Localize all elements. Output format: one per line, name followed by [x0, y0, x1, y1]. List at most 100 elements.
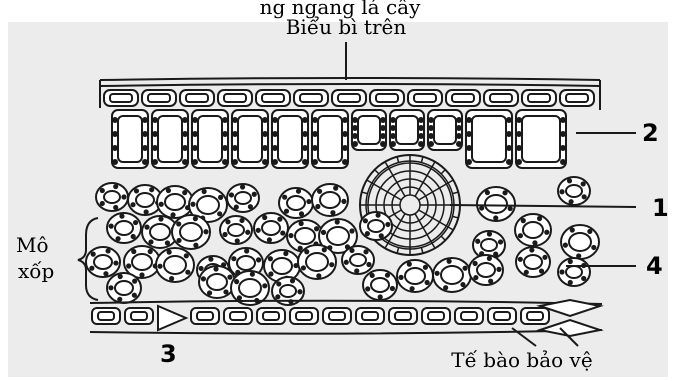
chloroplast-dot	[343, 160, 347, 164]
chloroplast-dot	[303, 160, 307, 164]
chloroplast-dot	[305, 250, 308, 253]
lower-epidermis-cell-inner	[428, 312, 444, 320]
chloroplast-dot	[313, 132, 317, 136]
chloroplast-dot	[263, 118, 267, 122]
chloroplast-dot	[322, 231, 325, 234]
chloroplast-dot	[522, 219, 525, 222]
chloroplast-dot	[323, 248, 326, 251]
chloroplast-dot	[92, 253, 95, 256]
chloroplast-dot	[150, 188, 153, 191]
chloroplast-dot	[517, 146, 521, 150]
chloroplast-dot	[183, 191, 186, 194]
chloroplast-dot	[209, 258, 212, 261]
chloroplast-dot	[342, 200, 345, 203]
spongy-cell-inner	[524, 255, 542, 269]
chloroplast-dot	[467, 118, 471, 122]
chloroplast-dot	[507, 146, 511, 150]
chloroplast-dot	[235, 280, 238, 283]
lower-epidermis-cell-inner	[329, 312, 345, 320]
chloroplast-dot	[473, 262, 476, 265]
chloroplast-dot	[263, 132, 267, 136]
chloroplast-dot	[135, 189, 138, 192]
chloroplast-dot	[486, 191, 489, 194]
chloroplast-dot	[166, 241, 169, 244]
chloroplast-dot	[303, 118, 307, 122]
chloroplast-dot	[191, 203, 194, 206]
chloroplast-dot	[183, 146, 187, 150]
chloroplast-dot	[569, 281, 572, 284]
chloroplast-dot	[300, 212, 303, 215]
chloroplast-dot	[269, 272, 272, 275]
lower-epidermis-cell-inner	[362, 312, 378, 320]
chloroplast-dot	[345, 261, 348, 264]
chloroplast-dot	[238, 296, 241, 299]
chloroplast-dot	[153, 160, 157, 164]
chloroplast-dot	[145, 226, 148, 229]
label-4: 4	[646, 252, 663, 280]
chloroplast-dot	[561, 118, 565, 122]
spongy-cell-inner	[207, 274, 227, 290]
chloroplast-dot	[143, 160, 147, 164]
chloroplast-dot	[240, 219, 243, 222]
chloroplast-dot	[507, 118, 511, 122]
lower-epidermis-cell-inner	[494, 312, 510, 320]
chloroplast-dot	[381, 134, 385, 138]
chloroplast-dot	[233, 146, 237, 150]
chloroplast-dot	[226, 220, 229, 223]
chloroplast-dot	[285, 210, 288, 213]
spongy-cell-inner	[566, 266, 582, 278]
chloroplast-dot	[530, 248, 533, 251]
chloroplast-dot	[273, 118, 277, 122]
chloroplast-dot	[158, 265, 161, 268]
chloroplast-dot	[193, 146, 197, 150]
chloroplast-dot	[313, 146, 317, 150]
chloroplast-dot	[149, 240, 152, 243]
chloroplast-dot	[386, 274, 389, 277]
chloroplast-dot	[235, 206, 238, 209]
chloroplast-dot	[200, 267, 203, 270]
chloroplast-dot	[127, 264, 130, 267]
spongy-cell-inner	[441, 266, 463, 284]
chloroplast-dot	[113, 146, 117, 150]
chloroplast-dot	[233, 160, 237, 164]
chloroplast-dot	[194, 244, 197, 247]
chloroplast-dot	[233, 132, 237, 136]
chloroplast-dot	[168, 251, 171, 254]
spongy-cell-inner	[327, 227, 349, 245]
chloroplast-dot	[183, 132, 187, 136]
spongy-cell-inner	[287, 196, 305, 210]
chloroplast-dot	[113, 160, 117, 164]
chloroplast-dot	[167, 189, 170, 192]
chloroplast-dot	[569, 200, 572, 203]
chloroplast-dot	[313, 160, 317, 164]
chloroplast-dot	[517, 118, 521, 122]
palisade-cell-inner	[158, 116, 182, 162]
lower-epidermis-cell-inner	[263, 312, 279, 320]
chloroplast-dot	[429, 126, 433, 130]
chloroplast-dot	[153, 146, 157, 150]
chloroplast-dot	[568, 179, 571, 182]
spongy-cell-inner	[165, 194, 185, 210]
chloroplast-dot	[297, 190, 300, 193]
chloroplast-dot	[132, 235, 135, 238]
chloroplast-dot	[480, 206, 483, 209]
chloroplast-dot	[277, 282, 280, 285]
chloroplast-dot	[391, 126, 395, 130]
chloroplast-dot	[318, 190, 321, 193]
chloroplast-dot	[233, 118, 237, 122]
chloroplast-dot	[218, 212, 221, 215]
chloroplast-dot	[203, 190, 206, 193]
spongy-cell-inner	[136, 193, 154, 207]
chloroplast-dot	[494, 253, 497, 256]
chloroplast-dot	[223, 118, 227, 122]
label-spongy-line2: xốp	[18, 259, 54, 283]
palisade-cell-inner	[278, 116, 302, 162]
chloroplast-dot	[474, 276, 477, 279]
chloroplast-dot	[410, 287, 413, 290]
palisade-cell-inner	[238, 116, 262, 162]
chloroplast-dot	[376, 214, 379, 217]
chloroplast-dot	[336, 220, 339, 223]
lower-epidermis-cell-inner	[461, 312, 477, 320]
chloroplast-dot	[583, 195, 586, 198]
chloroplast-dot	[429, 134, 433, 138]
